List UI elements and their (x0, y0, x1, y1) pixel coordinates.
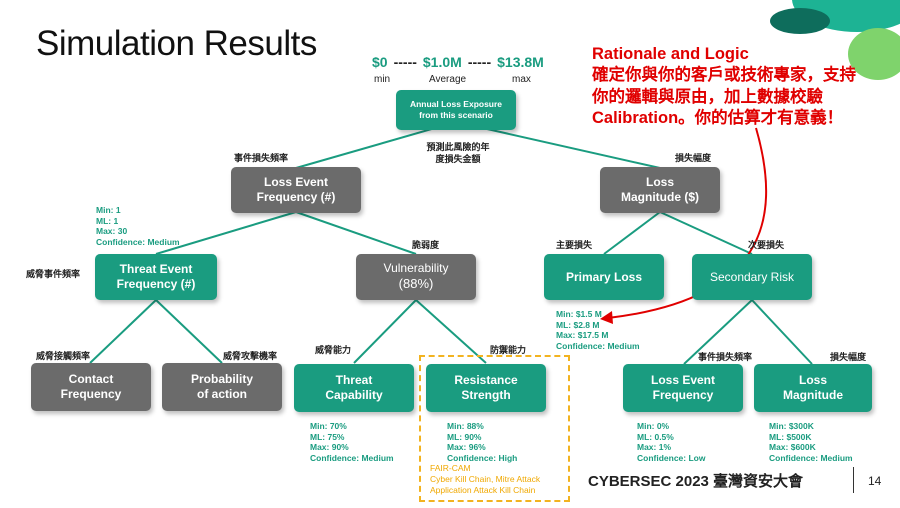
label-threat-capability: 威脅能力 (315, 345, 352, 355)
node-annual-loss-exposure: Annual Loss Exposure from this scenario (396, 90, 516, 130)
node-probability-of-action: Probability of action (162, 363, 282, 411)
stats-secondary-loss-magnitude: Min: $300K ML: $500K Max: $600K Confiden… (769, 421, 853, 463)
label-secondary-loss-event-frequency: 事件損失頻率 (698, 352, 753, 362)
range-min-value: $0 (372, 54, 388, 70)
label-vulnerability: 脆弱度 (412, 240, 440, 250)
node-secondary-loss-magnitude: Loss Magnitude (754, 364, 872, 412)
page-title: Simulation Results (36, 24, 317, 63)
footer-brand: CYBERSEC 2023 臺灣資安大會 (588, 473, 804, 490)
callout-title: Rationale and Logic (592, 45, 749, 63)
callout-text: Rationale and Logic 確定你與你的客戶或技術專家，支持 你的邏… (592, 44, 892, 130)
label-probability-of-action: 威脅攻擊機率 (223, 351, 278, 361)
range-max-value: $13.8M (497, 54, 544, 70)
range-line: $0 ----- $1.0M ----- $13.8M (372, 54, 582, 70)
callout-line-1: 確定你與你的客戶或技術專家，支持 (592, 66, 856, 85)
stats-threat-event-frequency: Min: 1 ML: 1 Max: 30 Confidence: Medium (96, 205, 180, 247)
range-min-label: min (374, 74, 391, 85)
label-root-sub: 預測此風險的年 度損失金額 (426, 142, 490, 164)
node-primary-loss: Primary Loss (544, 254, 664, 300)
callout-arrowhead (600, 311, 613, 324)
callout-line-2: 你的邏輯與原由，加上數據校驗 (592, 87, 823, 106)
page-number: 14 (868, 474, 882, 488)
node-resistance-strength: Resistance Strength (426, 364, 546, 412)
framework-list: FAIR-CAM Cyber Kill Chain, Mitre Attack … (430, 463, 541, 496)
label-threat-event-frequency: 威脅事件頻率 (26, 269, 81, 279)
label-resistance-strength: 防禦能力 (490, 345, 527, 355)
footer-divider (853, 467, 854, 493)
label-loss-event-frequency: 事件損失頻率 (234, 153, 289, 163)
label-secondary-loss: 次要損失 (748, 240, 785, 250)
range-max-label: max (512, 74, 531, 85)
vulnerability-label: Vulnerability (383, 261, 449, 276)
node-threat-capability: Threat Capability (294, 364, 414, 412)
range-separator: ----- (467, 54, 492, 70)
stats-secondary-loss-event-frequency: Min: 0% ML: 0.5% Max: 1% Confidence: Low (637, 421, 706, 463)
range-average-value: $1.0M (422, 54, 462, 70)
node-loss-magnitude: Loss Magnitude ($) (600, 167, 720, 213)
stats-threat-capability: Min: 70% ML: 75% Max: 90% Confidence: Me… (310, 421, 394, 463)
node-secondary-risk: Secondary Risk (692, 254, 812, 300)
callout-arrow (607, 127, 768, 319)
label-secondary-loss-magnitude: 損失幅度 (830, 352, 867, 362)
framework-highlight-box (419, 355, 570, 502)
node-contact-frequency: Contact Frequency (31, 363, 151, 411)
callout-line-3: Calibration。你的估算才有意義！ (592, 109, 844, 128)
node-threat-event-frequency: Threat Event Frequency (#) (95, 254, 217, 300)
node-vulnerability: Vulnerability (88%) (356, 254, 476, 300)
decorative-blob-light (848, 28, 900, 80)
node-secondary-loss-event-frequency: Loss Event Frequency (623, 364, 743, 412)
decorative-blob-dark (770, 8, 830, 34)
node-loss-event-frequency: Loss Event Frequency (#) (231, 167, 361, 213)
label-contact-frequency: 威脅接觸頻率 (36, 351, 91, 361)
label-primary-loss: 主要損失 (556, 240, 593, 250)
stats-primary-loss: Min: $1.5 M ML: $2.8 M Max: $17.5 M Conf… (556, 309, 640, 351)
label-loss-magnitude: 損失幅度 (675, 153, 712, 163)
vulnerability-value: (88%) (398, 276, 434, 292)
range-average-label: Average (429, 74, 467, 85)
stats-resistance-strength: Min: 88% ML: 90% Max: 96% Confidence: Hi… (447, 421, 518, 463)
range-separator: ----- (393, 54, 417, 70)
